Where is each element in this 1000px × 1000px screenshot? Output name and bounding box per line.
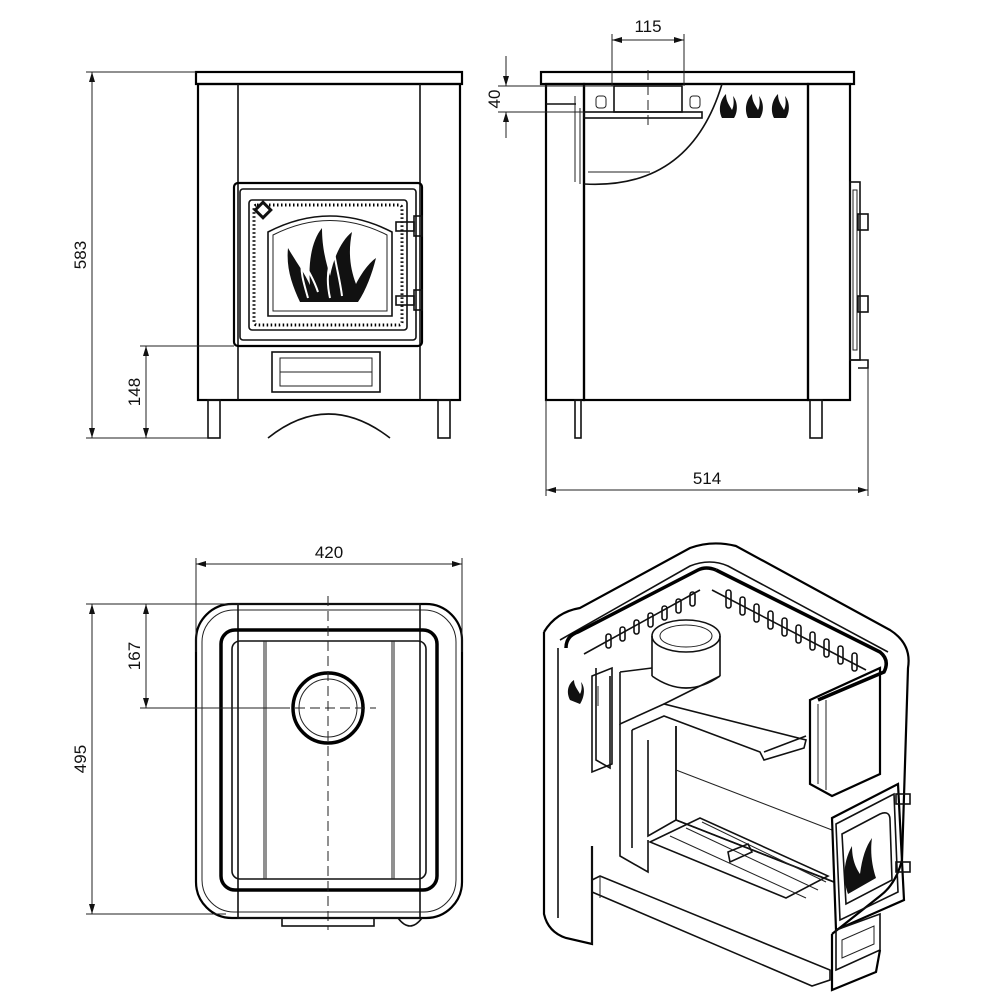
dimension-label-514: 514	[693, 469, 721, 488]
front-door-hinge-icon	[395, 215, 423, 311]
side-hinge-icon	[857, 213, 869, 231]
dimension-label-167: 167	[125, 642, 144, 670]
side-body	[582, 82, 810, 402]
dimension-label-115: 115	[634, 17, 661, 36]
front-flame-icon	[287, 228, 376, 302]
dimension-top-depth: 495	[71, 603, 240, 915]
front-door-frame	[232, 181, 424, 348]
dimension-front-height: 583	[71, 71, 208, 439]
side-flame-vents-icon	[719, 94, 789, 118]
side-view: 115 40 514	[485, 17, 869, 496]
side-cutaway-arc	[583, 83, 723, 186]
side-front-leg	[809, 399, 823, 439]
dimension-label-583: 583	[71, 241, 90, 269]
front-base-arch	[267, 413, 391, 439]
dimension-label-148: 148	[125, 378, 144, 406]
dimension-side-chimney-width: 115	[611, 17, 685, 86]
iso-side-flame-icon	[567, 680, 584, 704]
front-ash-drawer	[271, 351, 381, 393]
side-back-leg	[574, 399, 582, 439]
isometric-cutaway-view	[542, 542, 911, 992]
top-rim	[219, 628, 439, 892]
top-view: 420 495 167	[71, 543, 464, 930]
front-left-foot	[207, 399, 221, 439]
iso-front-door	[830, 782, 911, 932]
iso-side-latch	[591, 666, 613, 774]
dimension-label-40: 40	[485, 90, 504, 109]
dimension-side-depth: 514	[545, 368, 869, 496]
dimension-label-420: 420	[315, 543, 343, 562]
dimension-front-door-height: 148	[125, 345, 234, 438]
iso-grate	[648, 817, 830, 899]
logo-badge-icon	[253, 200, 273, 220]
front-view: 583 148	[71, 70, 464, 439]
front-door-glass	[267, 215, 393, 317]
dimension-label-495: 495	[71, 745, 90, 773]
front-right-foot	[437, 399, 451, 439]
front-body	[196, 82, 462, 402]
front-top-slab	[194, 70, 464, 86]
dimension-top-chimney-offset: 167	[125, 604, 290, 709]
side-top-slab	[539, 70, 856, 86]
iso-vent-slots	[605, 589, 858, 672]
dimension-side-top-offset: 40	[485, 56, 614, 138]
dimension-top-width: 420	[195, 543, 463, 652]
iso-door-hinge-icon	[895, 793, 911, 805]
side-door	[849, 181, 861, 361]
top-outer-outline	[194, 602, 464, 920]
iso-front-panel	[808, 666, 882, 798]
